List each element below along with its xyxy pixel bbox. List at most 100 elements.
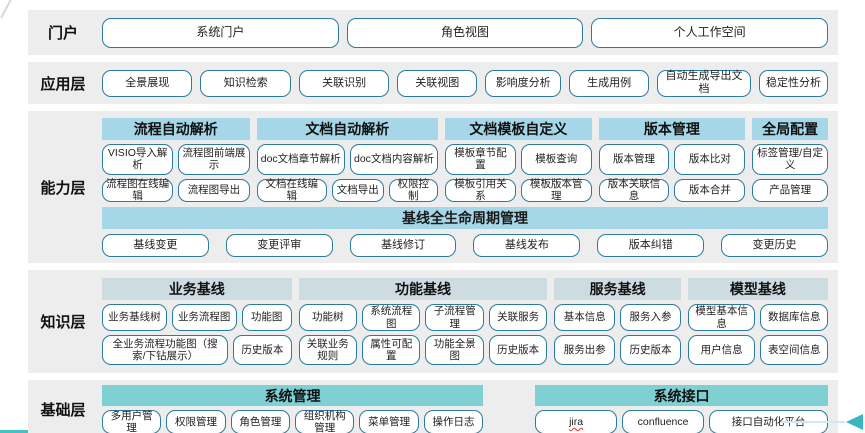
group-header: 流程自动解析	[102, 117, 250, 140]
layer-portal: 门户 系统门户角色视图个人工作空间	[28, 10, 838, 55]
group-header: 功能基线	[298, 278, 548, 300]
module-box: 接口自动化平台	[709, 410, 829, 433]
module-box: 文档导出	[331, 178, 384, 202]
module-box: 模板查询	[520, 143, 592, 175]
module-box: 基本信息	[554, 304, 616, 331]
module-box: 模型基本信息	[687, 304, 756, 331]
module-box: 属性可配置	[362, 335, 421, 365]
group-header: 系统接口	[535, 385, 828, 406]
module-box: 生成用例	[569, 69, 649, 97]
module-box: 模板版本管理	[520, 178, 592, 202]
module-box: 流程图在线编辑	[102, 178, 174, 202]
module-box: 组织机构管理	[295, 410, 355, 433]
module-box: 模板引用关系	[445, 178, 516, 202]
module-box: 子流程管理	[425, 304, 484, 331]
group-header: 业务基线	[102, 278, 292, 300]
layer-capability: 能力层 流程自动解析 VISIO导入解析流程图前端展示流程图在线编辑流程图导出 文档…	[28, 111, 838, 263]
module-box: 版本关联信息	[598, 178, 670, 202]
module-box: 权限管理	[166, 410, 226, 433]
module-box: 自动生成导出文档	[656, 69, 752, 97]
bottom-right-arrow-line	[781, 421, 845, 423]
module-box: 权限控制	[388, 178, 439, 202]
group-header: 文档模板自定义	[445, 117, 592, 140]
capability-content: 流程自动解析 VISIO导入解析流程图前端展示流程图在线编辑流程图导出 文档自动解析…	[102, 111, 828, 263]
module-box: 关联识别	[298, 69, 390, 97]
module-box: 基线变更	[102, 233, 209, 257]
module-box: 版本纠错	[597, 233, 705, 257]
module-box: 系统门户	[102, 17, 339, 48]
module-box: 基线发布	[473, 233, 581, 257]
module-box: jira	[535, 410, 618, 433]
module-box: 业务流程图	[171, 304, 237, 331]
capability-groups: 流程自动解析 VISIO导入解析流程图前端展示流程图在线编辑流程图导出 文档自动解析…	[102, 117, 828, 202]
module-box: confluence	[622, 410, 705, 433]
bottom-right-arrow-icon	[846, 414, 863, 430]
group-header: 模型基线	[687, 278, 828, 300]
group-header: 文档自动解析	[256, 117, 439, 140]
module-box: 用户信息	[687, 335, 756, 365]
layer-rows: 门户 系统门户角色视图个人工作空间 应用层 全景展现知识检索关联识别关联视图影响…	[28, 10, 838, 433]
module-box: 关联服务	[488, 304, 548, 331]
module-box: 个人工作空间	[591, 17, 829, 48]
module-box: 关联视图	[397, 69, 478, 97]
module-box: 稳定性分析	[759, 69, 828, 97]
module-box: 系统流程图	[362, 304, 421, 331]
knowledge-content: 业务基线业务基线树业务流程图功能图全业务流程功能图（搜索/下钻展示）历史版本功能…	[102, 270, 829, 373]
module-box: 版本合并	[674, 178, 746, 202]
module-box: 功能树	[298, 304, 358, 331]
module-box: 变更历史	[721, 233, 828, 257]
module-box: 功能全景图	[425, 335, 484, 365]
module-box: 影响度分析	[485, 69, 562, 97]
module-box: 全业务流程功能图（搜索/下钻展示）	[102, 335, 229, 365]
baseline-lifecycle-header: 基线全生命周期管理	[102, 206, 828, 229]
module-box: 关联业务规则	[298, 335, 358, 365]
module-box: 角色视图	[346, 17, 584, 48]
layer-label: 门户	[47, 25, 78, 42]
knowledge-groups: 业务基线业务基线树业务流程图功能图全业务流程功能图（搜索/下钻展示）历史版本功能…	[102, 278, 829, 365]
module-box: 流程图前端展示	[178, 143, 250, 175]
layer-label: 应用层	[40, 75, 86, 93]
layer-foundation: 基础层 系统管理多用户管理权限管理角色管理组织机构管理菜单管理操作日志 系统接口 j…	[28, 380, 838, 433]
module-box: 模板章节配置	[445, 143, 516, 175]
module-box: 历史版本	[233, 335, 292, 365]
corner-decoration	[0, 0, 18, 19]
layer-label: 知识层	[40, 314, 86, 331]
module-box: 服务入参	[620, 304, 681, 331]
module-box: 知识检索	[200, 69, 291, 97]
layer-knowledge: 知识层 业务基线业务基线树业务流程图功能图全业务流程功能图（搜索/下钻展示）历史…	[28, 270, 838, 373]
module-box: 版本管理	[598, 143, 670, 175]
module-box: 业务基线树	[102, 304, 167, 331]
module-box: 功能图	[241, 304, 292, 331]
module-box: 基线修订	[349, 233, 457, 257]
layer-application: 应用层 全景展现知识检索关联识别关联视图影响度分析生成用例自动生成导出文档稳定性…	[28, 62, 838, 104]
module-box: 历史版本	[620, 335, 681, 365]
module-box: 历史版本	[488, 335, 548, 365]
module-box: 多用户管理	[102, 410, 162, 433]
group-header: 服务基线	[554, 278, 681, 300]
layer-label: 基础层	[40, 402, 86, 419]
module-box: 表空间信息	[760, 335, 829, 365]
portal-content: 系统门户角色视图个人工作空间	[102, 10, 829, 55]
module-box: VISIO导入解析	[102, 143, 174, 175]
module-box: doc文档章节解析	[256, 143, 345, 175]
module-box: 流程图导出	[178, 178, 250, 202]
application-content: 全景展现知识检索关联识别关联视图影响度分析生成用例自动生成导出文档稳定性分析	[102, 62, 828, 104]
layer-label: 能力层	[40, 179, 86, 197]
module-box: 变更评审	[225, 233, 333, 257]
bottom-left-accent-line	[0, 430, 28, 433]
module-box: 数据库信息	[760, 304, 829, 331]
group-header: 系统管理	[102, 385, 484, 406]
module-box: 角色管理	[230, 410, 291, 433]
module-box: 全景展现	[102, 69, 193, 97]
group-header: 全局配置	[752, 117, 828, 140]
module-box: 菜单管理	[359, 410, 419, 433]
group-header: 版本管理	[598, 117, 746, 140]
module-box: doc文档内容解析	[349, 143, 439, 175]
baseline-lifecycle-row: 基线变更变更评审基线修订基线发布版本纠错变更历史	[102, 233, 828, 257]
module-box: 产品管理	[752, 178, 828, 202]
module-box: 标签管理/自定义	[752, 143, 828, 175]
module-box: 操作日志	[423, 410, 484, 433]
